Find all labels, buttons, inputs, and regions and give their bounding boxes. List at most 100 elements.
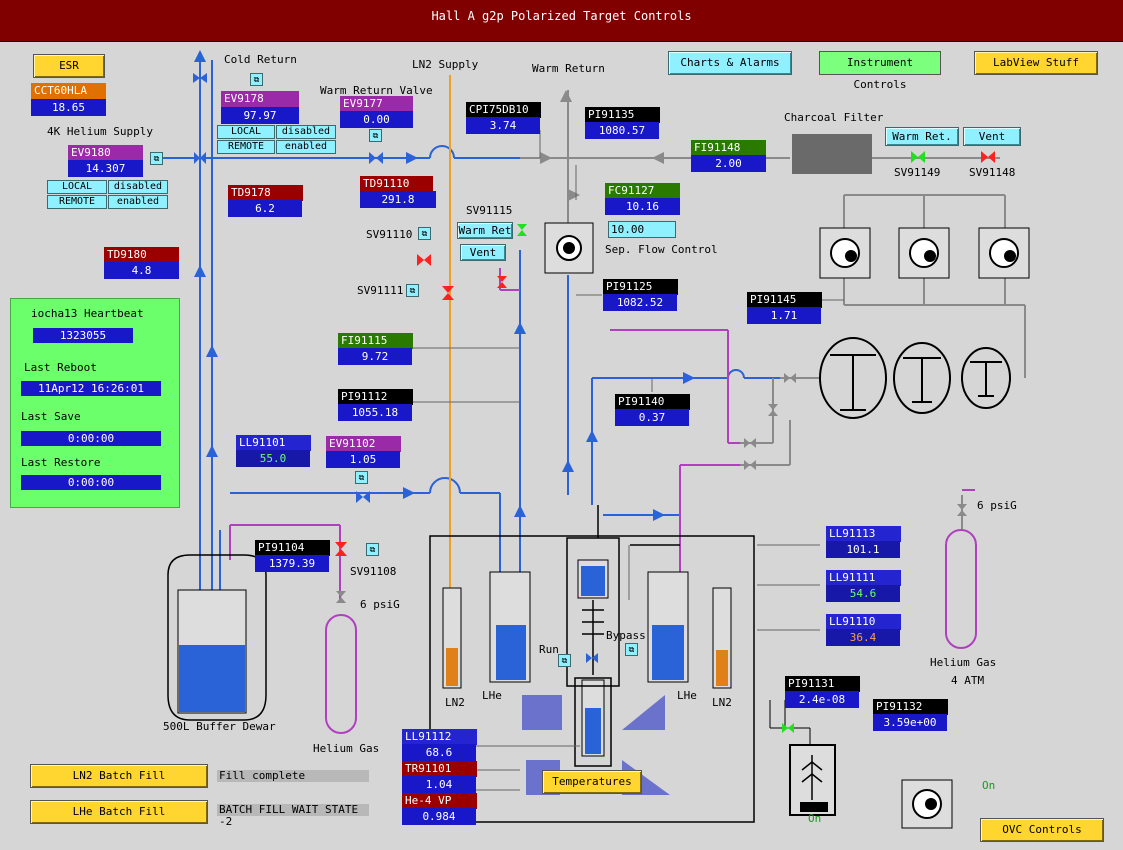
ll91110-value: 36.4	[826, 629, 900, 646]
pi91132-label: PI91132	[873, 699, 948, 715]
bypass-related-display-button[interactable]: ⧉	[625, 643, 638, 656]
ln2-fill-status: Fill complete	[217, 770, 369, 782]
pi91135-value: 1080.57	[585, 122, 659, 139]
ln2-batch-fill-button[interactable]: LN2 Batch Fill	[30, 764, 208, 788]
heartbeat-title: iocha13 Heartbeat	[31, 307, 144, 320]
sv91148-label: SV91148	[969, 166, 1016, 179]
pi91104-label: PI91104	[255, 540, 330, 556]
charts-alarms-button[interactable]: Charts & Alarms	[668, 51, 792, 75]
ev9178-local-button[interactable]: LOCAL	[217, 125, 275, 139]
sv91111-related-display-button[interactable]: ⧉	[406, 284, 419, 297]
ln2-right-label: LN2	[712, 696, 732, 709]
pi91112-value: 1055.18	[338, 404, 412, 421]
vent-button-mid[interactable]: Vent	[460, 244, 506, 261]
ll91101-value: 55.0	[236, 450, 310, 467]
ll91110-label: LL91110	[826, 614, 901, 630]
ev9177-related-display-button[interactable]: ⧉	[369, 129, 382, 142]
pi91145-value: 1.71	[747, 307, 821, 324]
fi91115-value: 9.72	[338, 348, 412, 365]
lhe-left-label: LHe	[482, 689, 502, 702]
td9178-value: 6.2	[228, 200, 302, 217]
fi91148-value: 2.00	[691, 155, 766, 172]
ll91101-label: LL91101	[236, 435, 311, 451]
window-title: Hall A g2p Polarized Target Controls	[431, 9, 692, 23]
td9180-value: 4.8	[104, 262, 179, 279]
pi91132-value: 3.59e+00	[873, 714, 947, 731]
ev9178-disabled-button[interactable]: disabled	[276, 125, 336, 139]
pump-on-label: On	[982, 779, 996, 792]
ovc-controls-button[interactable]: OVC Controls	[980, 818, 1104, 842]
cold-return-label: Cold Return	[224, 53, 297, 66]
fc91127-setpoint-input[interactable]: 10.00	[608, 221, 676, 238]
pi91131-label: PI91131	[785, 676, 860, 692]
ev9180-remote-button[interactable]: REMOTE	[47, 195, 107, 209]
cpi75db10-value: 3.74	[466, 117, 540, 134]
ev9180-local-button[interactable]: LOCAL	[47, 180, 107, 194]
heartbeat-value: 1323055	[33, 328, 133, 343]
last-save-value: 0:00:00	[21, 431, 161, 446]
cpi75db10-label: CPI75DB10	[466, 102, 541, 118]
six-psig-label-2: 6 psiG	[977, 499, 1017, 512]
fi91115-label: FI91115	[338, 333, 413, 349]
labview-button[interactable]: LabView Stuff	[974, 51, 1098, 75]
ln2-supply-label: LN2 Supply	[412, 58, 479, 71]
heartbeat-panel: iocha13 Heartbeat 1323055 Last Reboot 11…	[10, 298, 180, 508]
diffusion-pump-on-label: On	[808, 812, 822, 825]
sv91110-label: SV91110	[366, 228, 413, 241]
lhe-fill-status: BATCH FILL WAIT STATE -2	[217, 804, 369, 828]
td91110-value: 291.8	[360, 191, 436, 208]
ev9178-enabled-button[interactable]: enabled	[276, 140, 336, 154]
vent-button-top[interactable]: Vent	[963, 127, 1021, 146]
ev9180-label: EV9180	[68, 145, 143, 161]
sep-flow-label: Sep. Flow Control	[605, 243, 718, 256]
fi91148-label: FI91148	[691, 140, 766, 156]
pi91112-label: PI91112	[338, 389, 413, 405]
he-supply-label: 4K Helium Supply	[47, 125, 153, 138]
helium-gas-4atm-label: Helium Gas	[930, 656, 997, 669]
warm-return-label: Warm Return	[532, 62, 605, 75]
warm-ret-button-top[interactable]: Warm Ret.	[885, 127, 959, 146]
sv91108-related-display-button[interactable]: ⧉	[366, 543, 379, 556]
ev91102-value: 1.05	[326, 451, 400, 468]
bypass-label: Bypass	[606, 629, 646, 642]
instrument-controls-button[interactable]: Instrument Controls	[819, 51, 941, 91]
ev9178-related-display-button[interactable]: ⧉	[250, 73, 263, 86]
last-reboot-label: Last Reboot	[24, 361, 97, 374]
fc91127-value: 10.16	[605, 198, 680, 215]
ev91102-label: EV91102	[326, 436, 401, 452]
run-related-display-button[interactable]: ⧉	[558, 654, 571, 667]
ev9177-label: EV9177	[340, 96, 413, 112]
six-psig-label-1: 6 psiG	[360, 598, 400, 611]
td91110-label: TD91110	[360, 176, 433, 192]
ln2-left-label: LN2	[445, 696, 465, 709]
ll91112-label: LL91112	[402, 729, 477, 745]
helium-gas-label: Helium Gas	[313, 742, 380, 755]
td9180-label: TD9180	[104, 247, 179, 263]
pi91145-label: PI91145	[747, 292, 822, 308]
ll91111-label: LL91111	[826, 570, 901, 586]
sv91110-related-display-button[interactable]: ⧉	[418, 227, 431, 240]
ev91102-related-display-button[interactable]: ⧉	[355, 471, 368, 484]
ev9180-disabled-button[interactable]: disabled	[108, 180, 168, 194]
pi91140-value: 0.37	[615, 409, 689, 426]
warm-ret-button-mid[interactable]: Warm Ret	[457, 222, 513, 239]
pi91125-value: 1082.52	[603, 294, 677, 311]
warm-return-valve-label: Warm Return Valve	[320, 84, 433, 97]
four-atm-label: 4 ATM	[951, 674, 985, 687]
sv91108-label: SV91108	[350, 565, 397, 578]
ev9180-enabled-button[interactable]: enabled	[108, 195, 168, 209]
cct60hla-label: CCT60HLA	[31, 83, 106, 99]
lhe-batch-fill-button[interactable]: LHe Batch Fill	[30, 800, 208, 824]
ev9180-related-display-button[interactable]: ⧉	[150, 152, 163, 165]
ll91113-label: LL91113	[826, 526, 901, 542]
ev9178-label: EV9178	[221, 91, 299, 107]
temperatures-button[interactable]: Temperatures	[542, 770, 642, 794]
ev9178-remote-button[interactable]: REMOTE	[217, 140, 275, 154]
last-save-label: Last Save	[21, 410, 81, 423]
esr-button[interactable]: ESR	[33, 54, 105, 78]
sv91115-label: SV91115	[466, 204, 513, 217]
charcoal-filter-label: Charcoal Filter	[784, 111, 884, 124]
sv91149-label: SV91149	[894, 166, 941, 179]
pi91125-label: PI91125	[603, 279, 678, 295]
buffer-dewar-label: 500L Buffer Dewar	[163, 720, 276, 733]
